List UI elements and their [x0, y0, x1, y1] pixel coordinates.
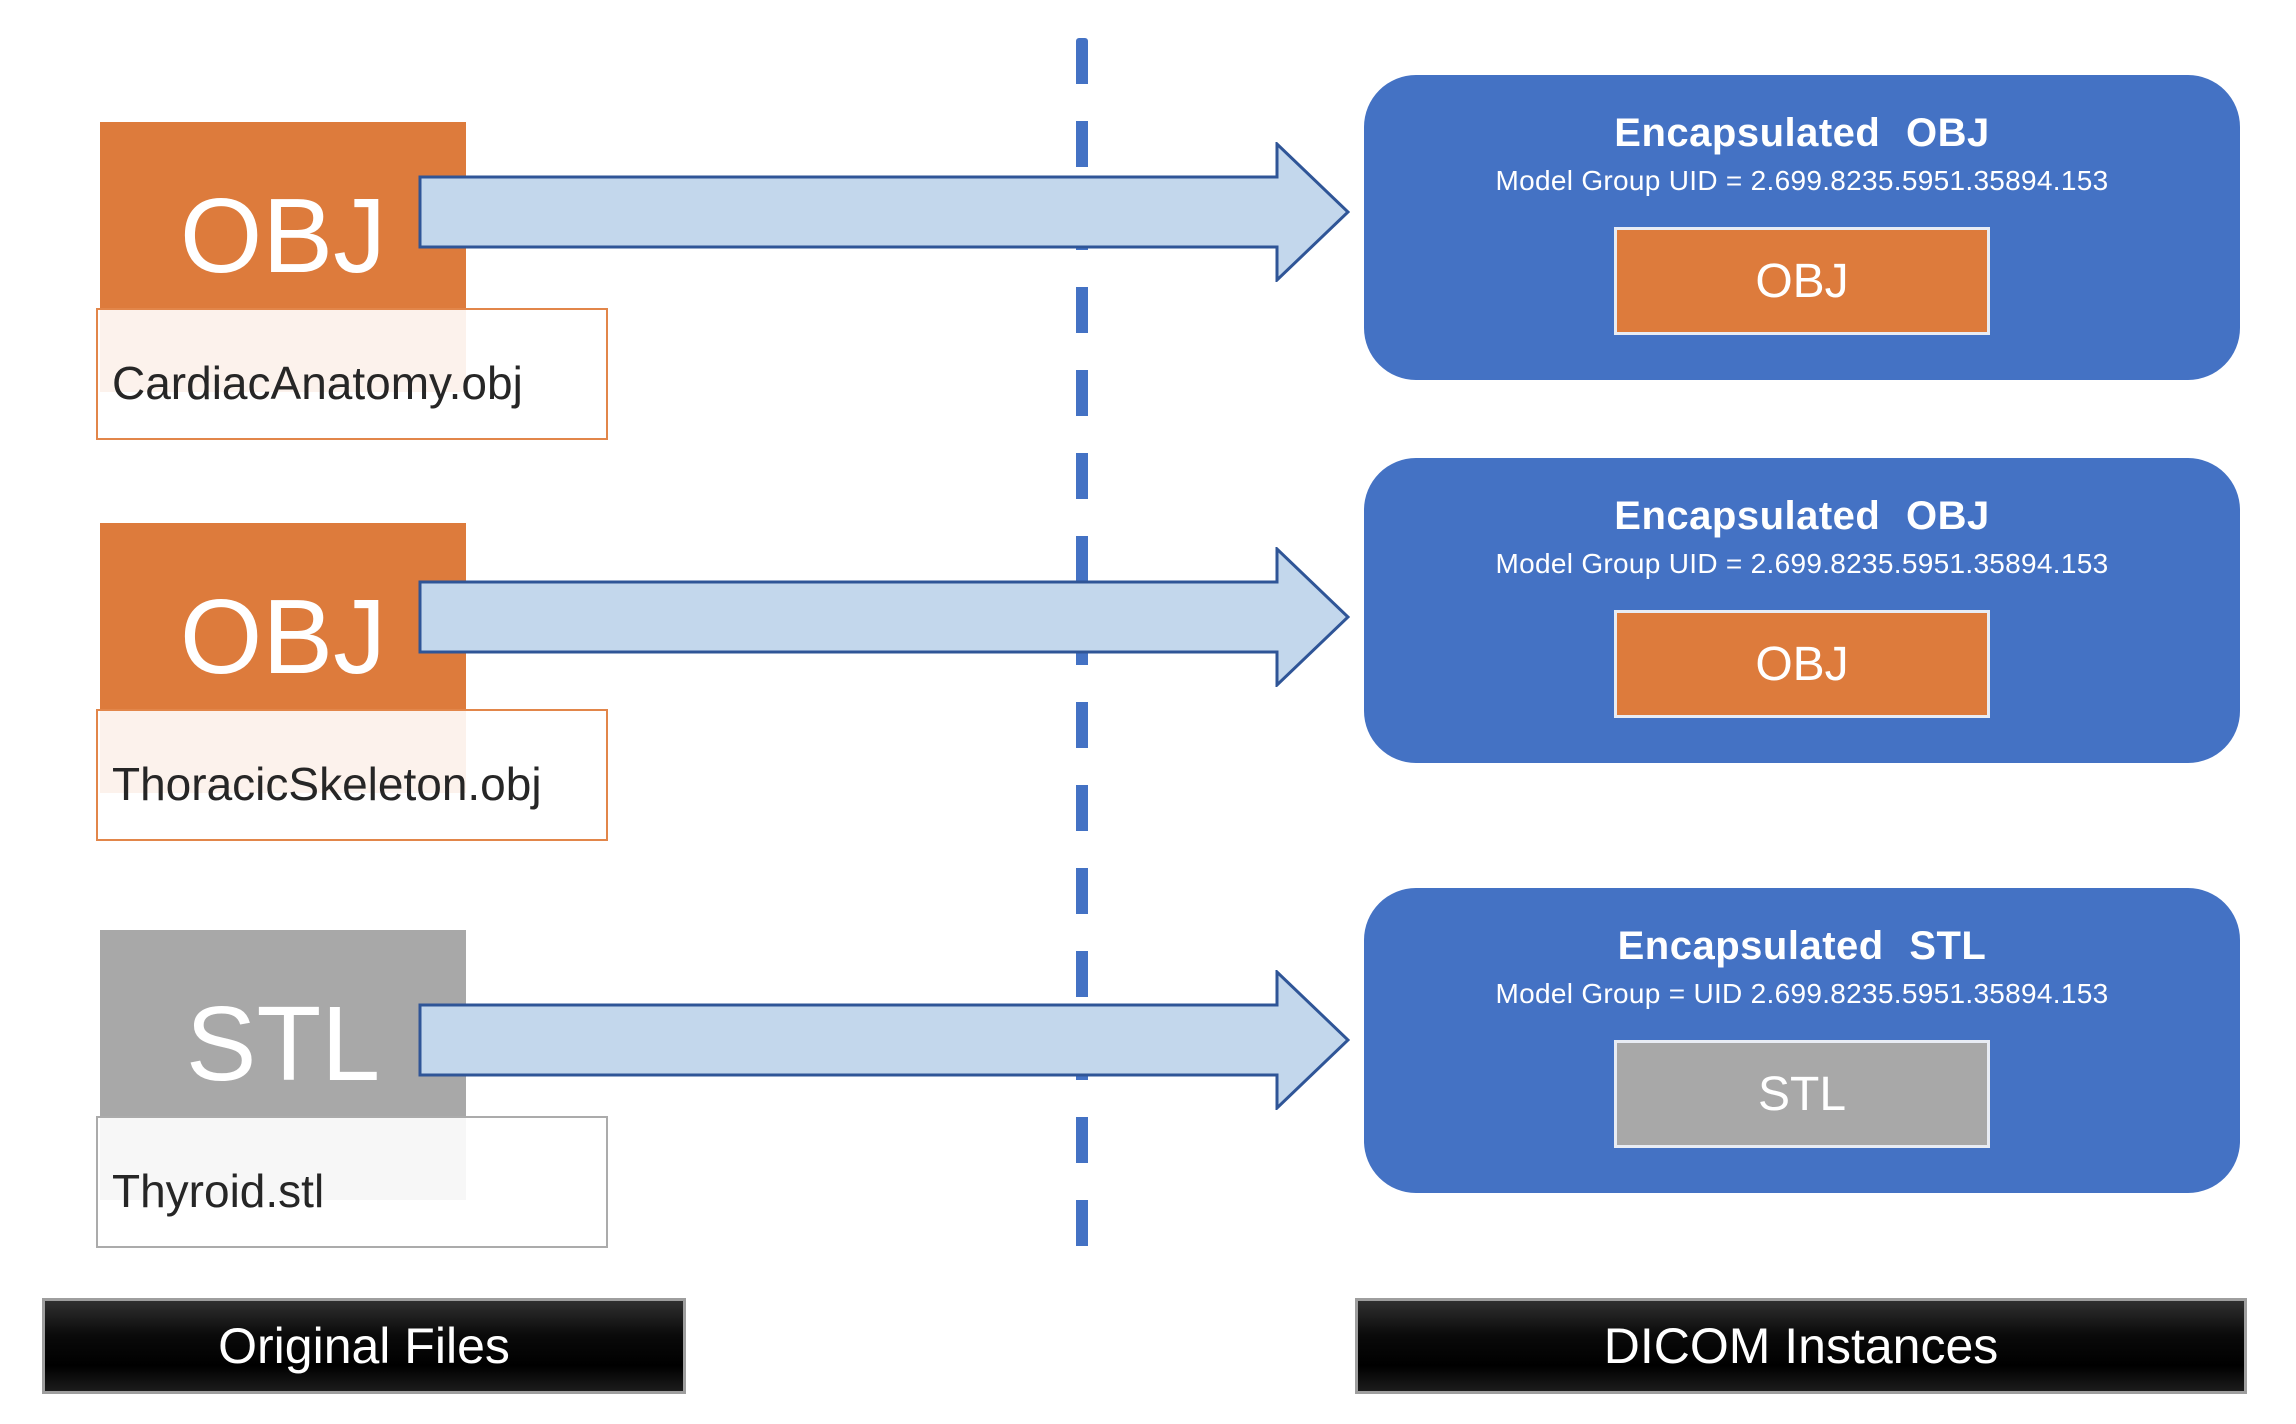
payload-label: OBJ [1755, 254, 1849, 308]
dicom-instances-banner: DICOM Instances [1355, 1298, 2247, 1394]
payload-box-stl: STL [1614, 1040, 1990, 1148]
payload-label: STL [1757, 1067, 1847, 1121]
file-name-label: Thyroid.stl [96, 1116, 608, 1248]
file-type-label: OBJ [179, 578, 387, 696]
file-name-label: ThoracicSkeleton.obj [96, 709, 608, 841]
panel-title: Encapsulated OBJ [1614, 494, 1990, 538]
panel-uid-line: Model Group = UID 2.699.8235.5951.35894.… [1495, 978, 2109, 1009]
original-files-banner: Original Files [42, 1298, 686, 1394]
file-group-thyroid: STL Thyroid.stl [96, 930, 608, 1248]
payload-box-obj: OBJ [1614, 227, 1990, 335]
file-name-text: Thyroid.stl [112, 1165, 325, 1217]
conversion-arrow-icon [418, 547, 1350, 687]
dicom-panel-encapsulated-stl: Encapsulated STL Model Group = UID 2.699… [1364, 888, 2240, 1193]
payload-label: OBJ [1755, 637, 1849, 691]
conversion-arrow-icon [418, 142, 1350, 282]
conversion-arrow-icon [418, 970, 1350, 1110]
file-type-label: OBJ [179, 177, 387, 295]
file-name-text: CardiacAnatomy.obj [112, 357, 523, 409]
original-files-banner-label: Original Files [218, 1318, 510, 1374]
dicom-instances-banner-label: DICOM Instances [1603, 1318, 1999, 1374]
file-name-text: ThoracicSkeleton.obj [112, 758, 542, 810]
panel-title: Encapsulated STL [1617, 924, 1987, 968]
file-group-cardiac: OBJ CardiacAnatomy.obj [96, 122, 608, 440]
payload-box-obj: OBJ [1614, 610, 1990, 718]
panel-uid-line: Model Group UID = 2.699.8235.5951.35894.… [1495, 548, 2109, 579]
file-group-thoracic: OBJ ThoracicSkeleton.obj [96, 523, 608, 841]
dicom-panel-encapsulated-obj: Encapsulated OBJ Model Group UID = 2.699… [1364, 75, 2240, 380]
file-type-label: STL [185, 985, 381, 1103]
panel-title: Encapsulated OBJ [1614, 111, 1990, 155]
panel-uid-line: Model Group UID = 2.699.8235.5951.35894.… [1495, 165, 2109, 196]
file-name-label: CardiacAnatomy.obj [96, 308, 608, 440]
dicom-panel-encapsulated-obj: Encapsulated OBJ Model Group UID = 2.699… [1364, 458, 2240, 763]
